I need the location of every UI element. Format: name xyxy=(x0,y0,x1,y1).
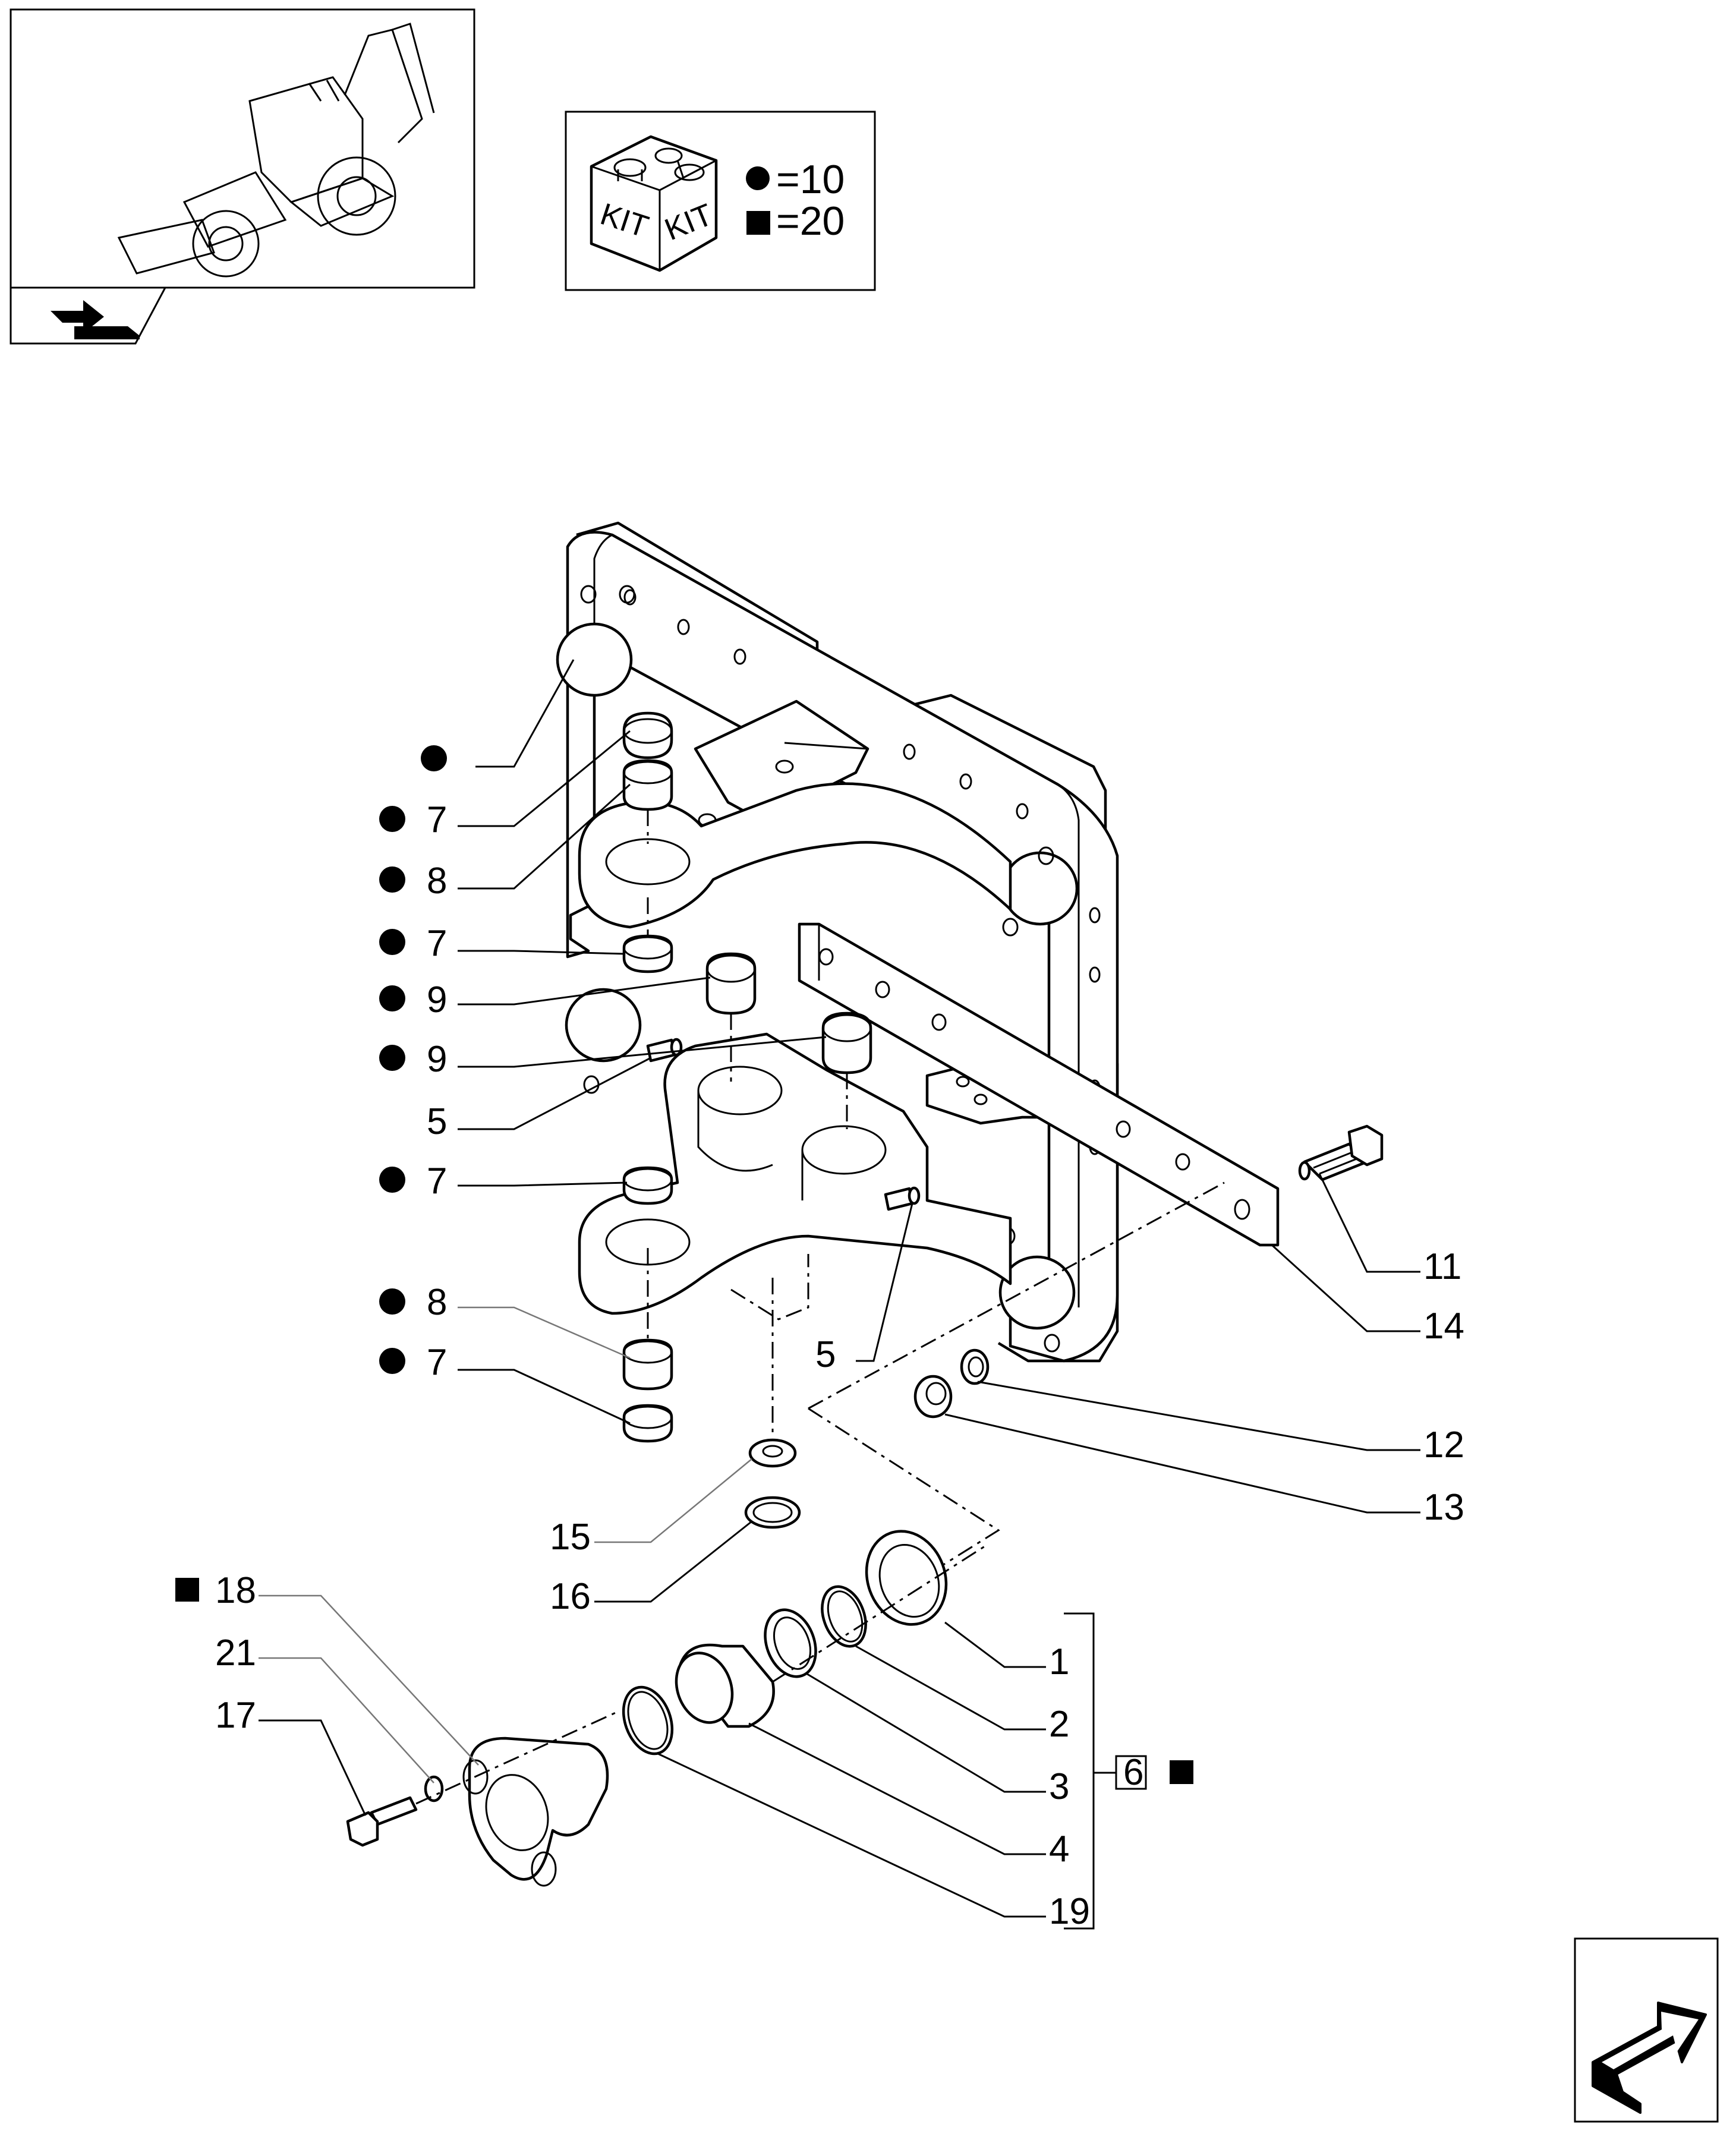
callout-7: 7 xyxy=(427,1161,447,1202)
square-kit-value: =20 xyxy=(776,198,845,244)
circle-symbol-icon xyxy=(746,166,770,190)
lock-washer xyxy=(424,1775,444,1802)
circle-symbol-icon xyxy=(379,1045,405,1071)
circle-symbol-icon xyxy=(379,866,405,893)
kit-box-icon: KIT KIT xyxy=(590,135,717,272)
backhoe-loader-icon xyxy=(117,23,435,278)
callout-15: 15 xyxy=(550,1517,591,1558)
callout-7: 7 xyxy=(427,799,447,840)
circle-kit-value: =10 xyxy=(776,157,845,202)
callout-9: 9 xyxy=(427,1039,447,1080)
flip-arrow-icon xyxy=(51,300,140,339)
callout-13: 13 xyxy=(1423,1487,1464,1528)
callout-16: 16 xyxy=(550,1576,591,1617)
callout-2: 2 xyxy=(1049,1704,1069,1745)
callout-21: 21 xyxy=(215,1633,256,1674)
square-symbol-icon xyxy=(175,1578,199,1602)
callout-labels: 7 8 7 9 9 5 7 8 7 5 11 14 12 13 15 16 18… xyxy=(215,799,1464,1932)
callout-1: 1 xyxy=(1049,1641,1069,1682)
callout-7: 7 xyxy=(427,923,447,964)
thrust-washer xyxy=(748,1438,797,1468)
grease-nipple-lower xyxy=(884,1186,921,1211)
callout-19: 19 xyxy=(1049,1891,1090,1932)
circle-symbol-icon xyxy=(379,1348,405,1374)
nut xyxy=(913,1375,953,1419)
callout-18: 18 xyxy=(215,1570,256,1611)
callout-9: 9 xyxy=(427,979,447,1020)
callout-11: 11 xyxy=(1423,1246,1461,1287)
flat-bar xyxy=(798,922,1280,1247)
bushing-stack xyxy=(622,711,872,1443)
callout-7: 7 xyxy=(427,1342,447,1383)
callout-14: 14 xyxy=(1423,1306,1464,1347)
callout-5: 5 xyxy=(427,1101,447,1142)
circle-symbol-icon xyxy=(421,745,447,771)
callout-17: 17 xyxy=(215,1695,256,1736)
callout-3: 3 xyxy=(1049,1766,1069,1807)
circle-symbol-icon xyxy=(379,1288,405,1315)
square-symbol-icon xyxy=(746,211,770,235)
circle-symbol-icon xyxy=(379,806,405,832)
callout-5: 5 xyxy=(815,1334,836,1375)
washer xyxy=(960,1348,990,1385)
o-ring xyxy=(821,1585,867,1648)
callout-12: 12 xyxy=(1423,1425,1464,1466)
seal-ring xyxy=(744,1496,801,1529)
spacer-ring xyxy=(764,1608,817,1678)
next-page-arrow-icon xyxy=(1592,2002,1707,2114)
kit-legend: KIT KIT =10 =20 xyxy=(565,111,876,291)
callout-4: 4 xyxy=(1049,1829,1069,1870)
thumbnail-panel[interactable] xyxy=(10,8,475,345)
o-ring-small xyxy=(622,1685,674,1756)
group-reference-label: 6 xyxy=(1123,1752,1143,1793)
seal-large xyxy=(865,1530,948,1626)
bolt-long xyxy=(1298,1124,1384,1181)
circle-symbol-icon xyxy=(379,985,405,1011)
pivot-pin xyxy=(675,1643,775,1728)
bolt-short xyxy=(346,1796,418,1847)
circle-symbol-icon xyxy=(379,1167,405,1193)
kit-markers xyxy=(175,745,447,1602)
square-symbol-icon xyxy=(1170,1760,1193,1784)
next-page-button[interactable] xyxy=(1574,1937,1719,2123)
leader-lines xyxy=(259,659,1420,1918)
callout-8: 8 xyxy=(427,1282,447,1323)
circle-symbol-icon xyxy=(379,929,405,955)
callout-8: 8 xyxy=(427,861,447,902)
pin-retainer-cap xyxy=(462,1737,609,1887)
